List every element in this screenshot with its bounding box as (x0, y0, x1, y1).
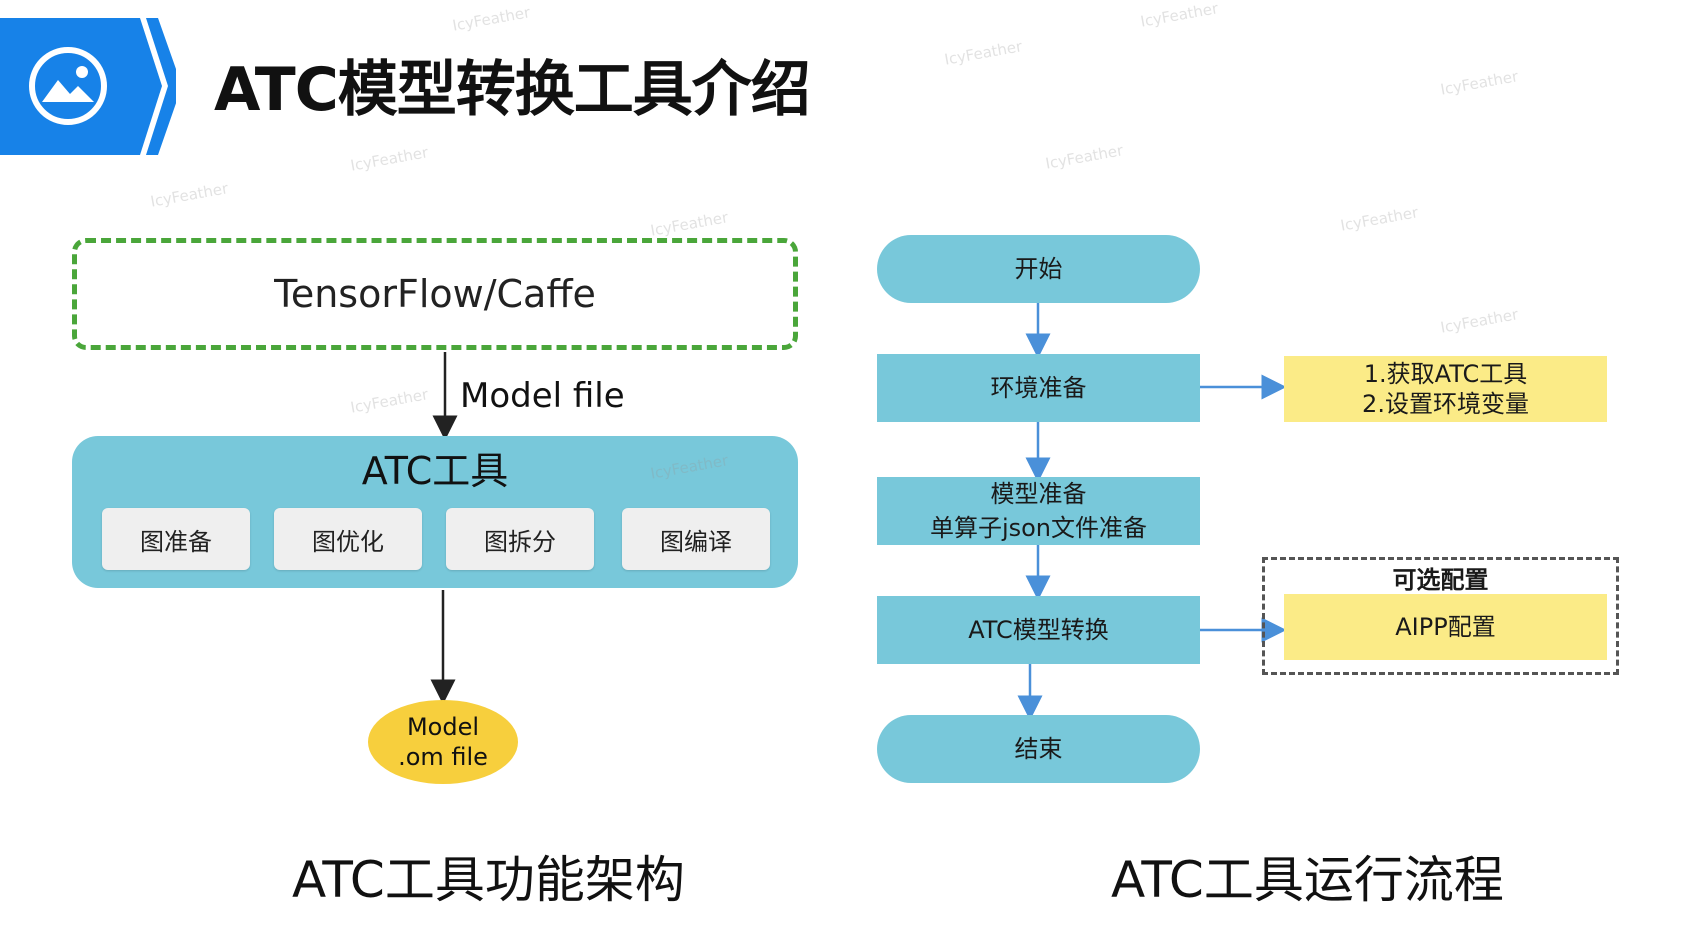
om-file-node: Model .om file (368, 700, 518, 784)
module-graph-split: 图拆分 (446, 508, 594, 570)
env-note-line2: 2.设置环境变量 (1362, 390, 1529, 418)
watermark: IcyFeather (451, 3, 532, 35)
flow-model-prep: 模型准备 单算子json文件准备 (877, 477, 1200, 545)
flow-atc-convert-label: ATC模型转换 (968, 616, 1109, 644)
flow-env-prep-label: 环境准备 (990, 374, 1087, 402)
env-note-box: 1.获取ATC工具 2.设置环境变量 (1284, 356, 1607, 422)
flow-env-prep: 环境准备 (877, 354, 1200, 422)
module-graph-prep: 图准备 (102, 508, 250, 570)
optional-config-title: 可选配置 (1392, 566, 1489, 594)
flow-end: 结束 (877, 715, 1200, 783)
watermark: IcyFeather (349, 143, 430, 175)
watermark: IcyFeather (1339, 203, 1420, 235)
watermark: IcyFeather (349, 385, 430, 417)
flow-atc-convert: ATC模型转换 (877, 596, 1200, 664)
flow-start: 开始 (877, 235, 1200, 303)
om-file-line1: Model (406, 713, 480, 741)
image-icon (29, 47, 107, 125)
watermark: IcyFeather (1139, 0, 1220, 31)
aipp-config-box: AIPP配置 (1284, 594, 1607, 660)
watermark: IcyFeather (149, 179, 230, 211)
om-file-line2: .om file (398, 743, 488, 771)
flow-start-label: 开始 (1014, 255, 1063, 283)
architecture-caption: ATC工具功能架构 (292, 851, 685, 909)
watermark: IcyFeather (943, 37, 1024, 69)
aipp-config-label: AIPP配置 (1395, 613, 1496, 641)
framework-box: TensorFlow/Caffe (72, 238, 798, 350)
atc-tool-title: ATC工具 (361, 449, 509, 493)
flow-model-prep-line2: 单算子json文件准备 (929, 514, 1148, 542)
watermark: IcyFeather (1044, 141, 1125, 173)
flow-end-label: 结束 (1014, 735, 1063, 763)
watermark: IcyFeather (1439, 67, 1520, 99)
module-graph-optimize: 图优化 (274, 508, 422, 570)
flow-caption: ATC工具运行流程 (1111, 851, 1504, 909)
watermark: IcyFeather (649, 208, 730, 240)
page-title: ATC模型转换工具介绍 (214, 55, 811, 125)
flow-model-prep-line1: 模型准备 (990, 480, 1087, 508)
optional-config-frame (1262, 557, 1619, 675)
model-file-label: Model file (460, 376, 625, 416)
header-banner (0, 18, 176, 155)
module-graph-compile: 图编译 (622, 508, 770, 570)
framework-label: TensorFlow/Caffe (274, 272, 596, 316)
watermark: IcyFeather (1439, 305, 1520, 337)
env-note-line1: 1.获取ATC工具 (1363, 360, 1528, 388)
